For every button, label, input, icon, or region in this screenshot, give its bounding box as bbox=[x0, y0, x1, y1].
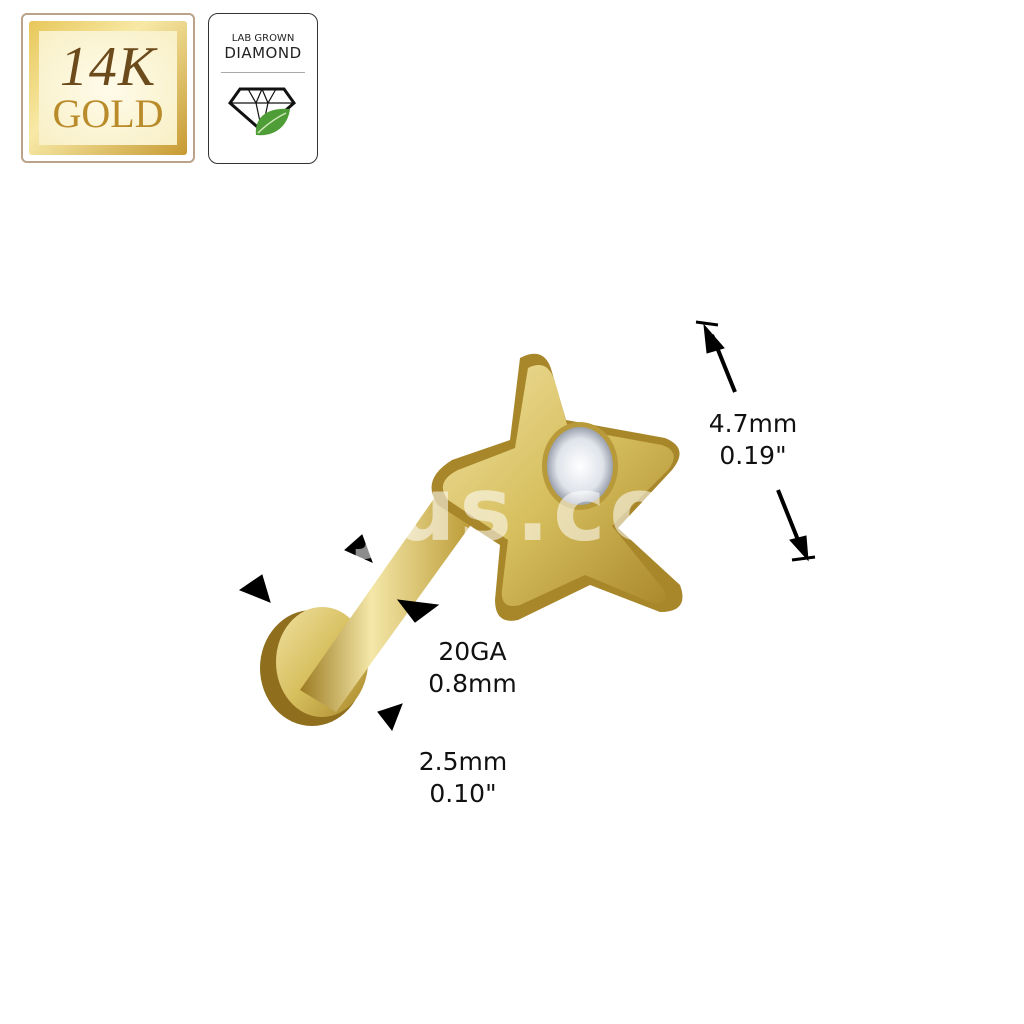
badge-divider bbox=[221, 72, 305, 73]
top-size-imperial: 0.19" bbox=[719, 441, 787, 470]
lab-grown-diamond-badge: LAB GROWN DIAMOND bbox=[208, 13, 318, 164]
gauge-label: 20GA 0.8mm bbox=[420, 636, 525, 700]
star-top bbox=[431, 353, 683, 621]
disc-size-label: 2.5mm 0.10" bbox=[408, 746, 518, 810]
14k-gold-badge: 14K GOLD bbox=[21, 13, 195, 163]
badge-gold-karat: 14K bbox=[59, 36, 157, 98]
diamond-gem bbox=[547, 427, 613, 505]
gauge-metric: 0.8mm bbox=[428, 669, 517, 698]
disc-imperial: 0.10" bbox=[429, 779, 497, 808]
diamond-leaf-icon bbox=[227, 87, 297, 136]
gauge-value: 20GA bbox=[438, 637, 507, 666]
top-size-label: 4.7mm 0.19" bbox=[698, 408, 808, 472]
labret-shaft bbox=[300, 490, 478, 712]
dimension-arrows bbox=[238, 320, 816, 732]
badge-lab-line2: DIAMOND bbox=[224, 44, 302, 62]
disc-metric: 2.5mm bbox=[418, 747, 508, 776]
badge-lab-line1: LAB GROWN bbox=[231, 33, 295, 44]
watermark: hbjus.com bbox=[225, 458, 770, 561]
badge-gold-label: GOLD bbox=[52, 91, 164, 136]
top-size-metric: 4.7mm bbox=[708, 409, 798, 438]
